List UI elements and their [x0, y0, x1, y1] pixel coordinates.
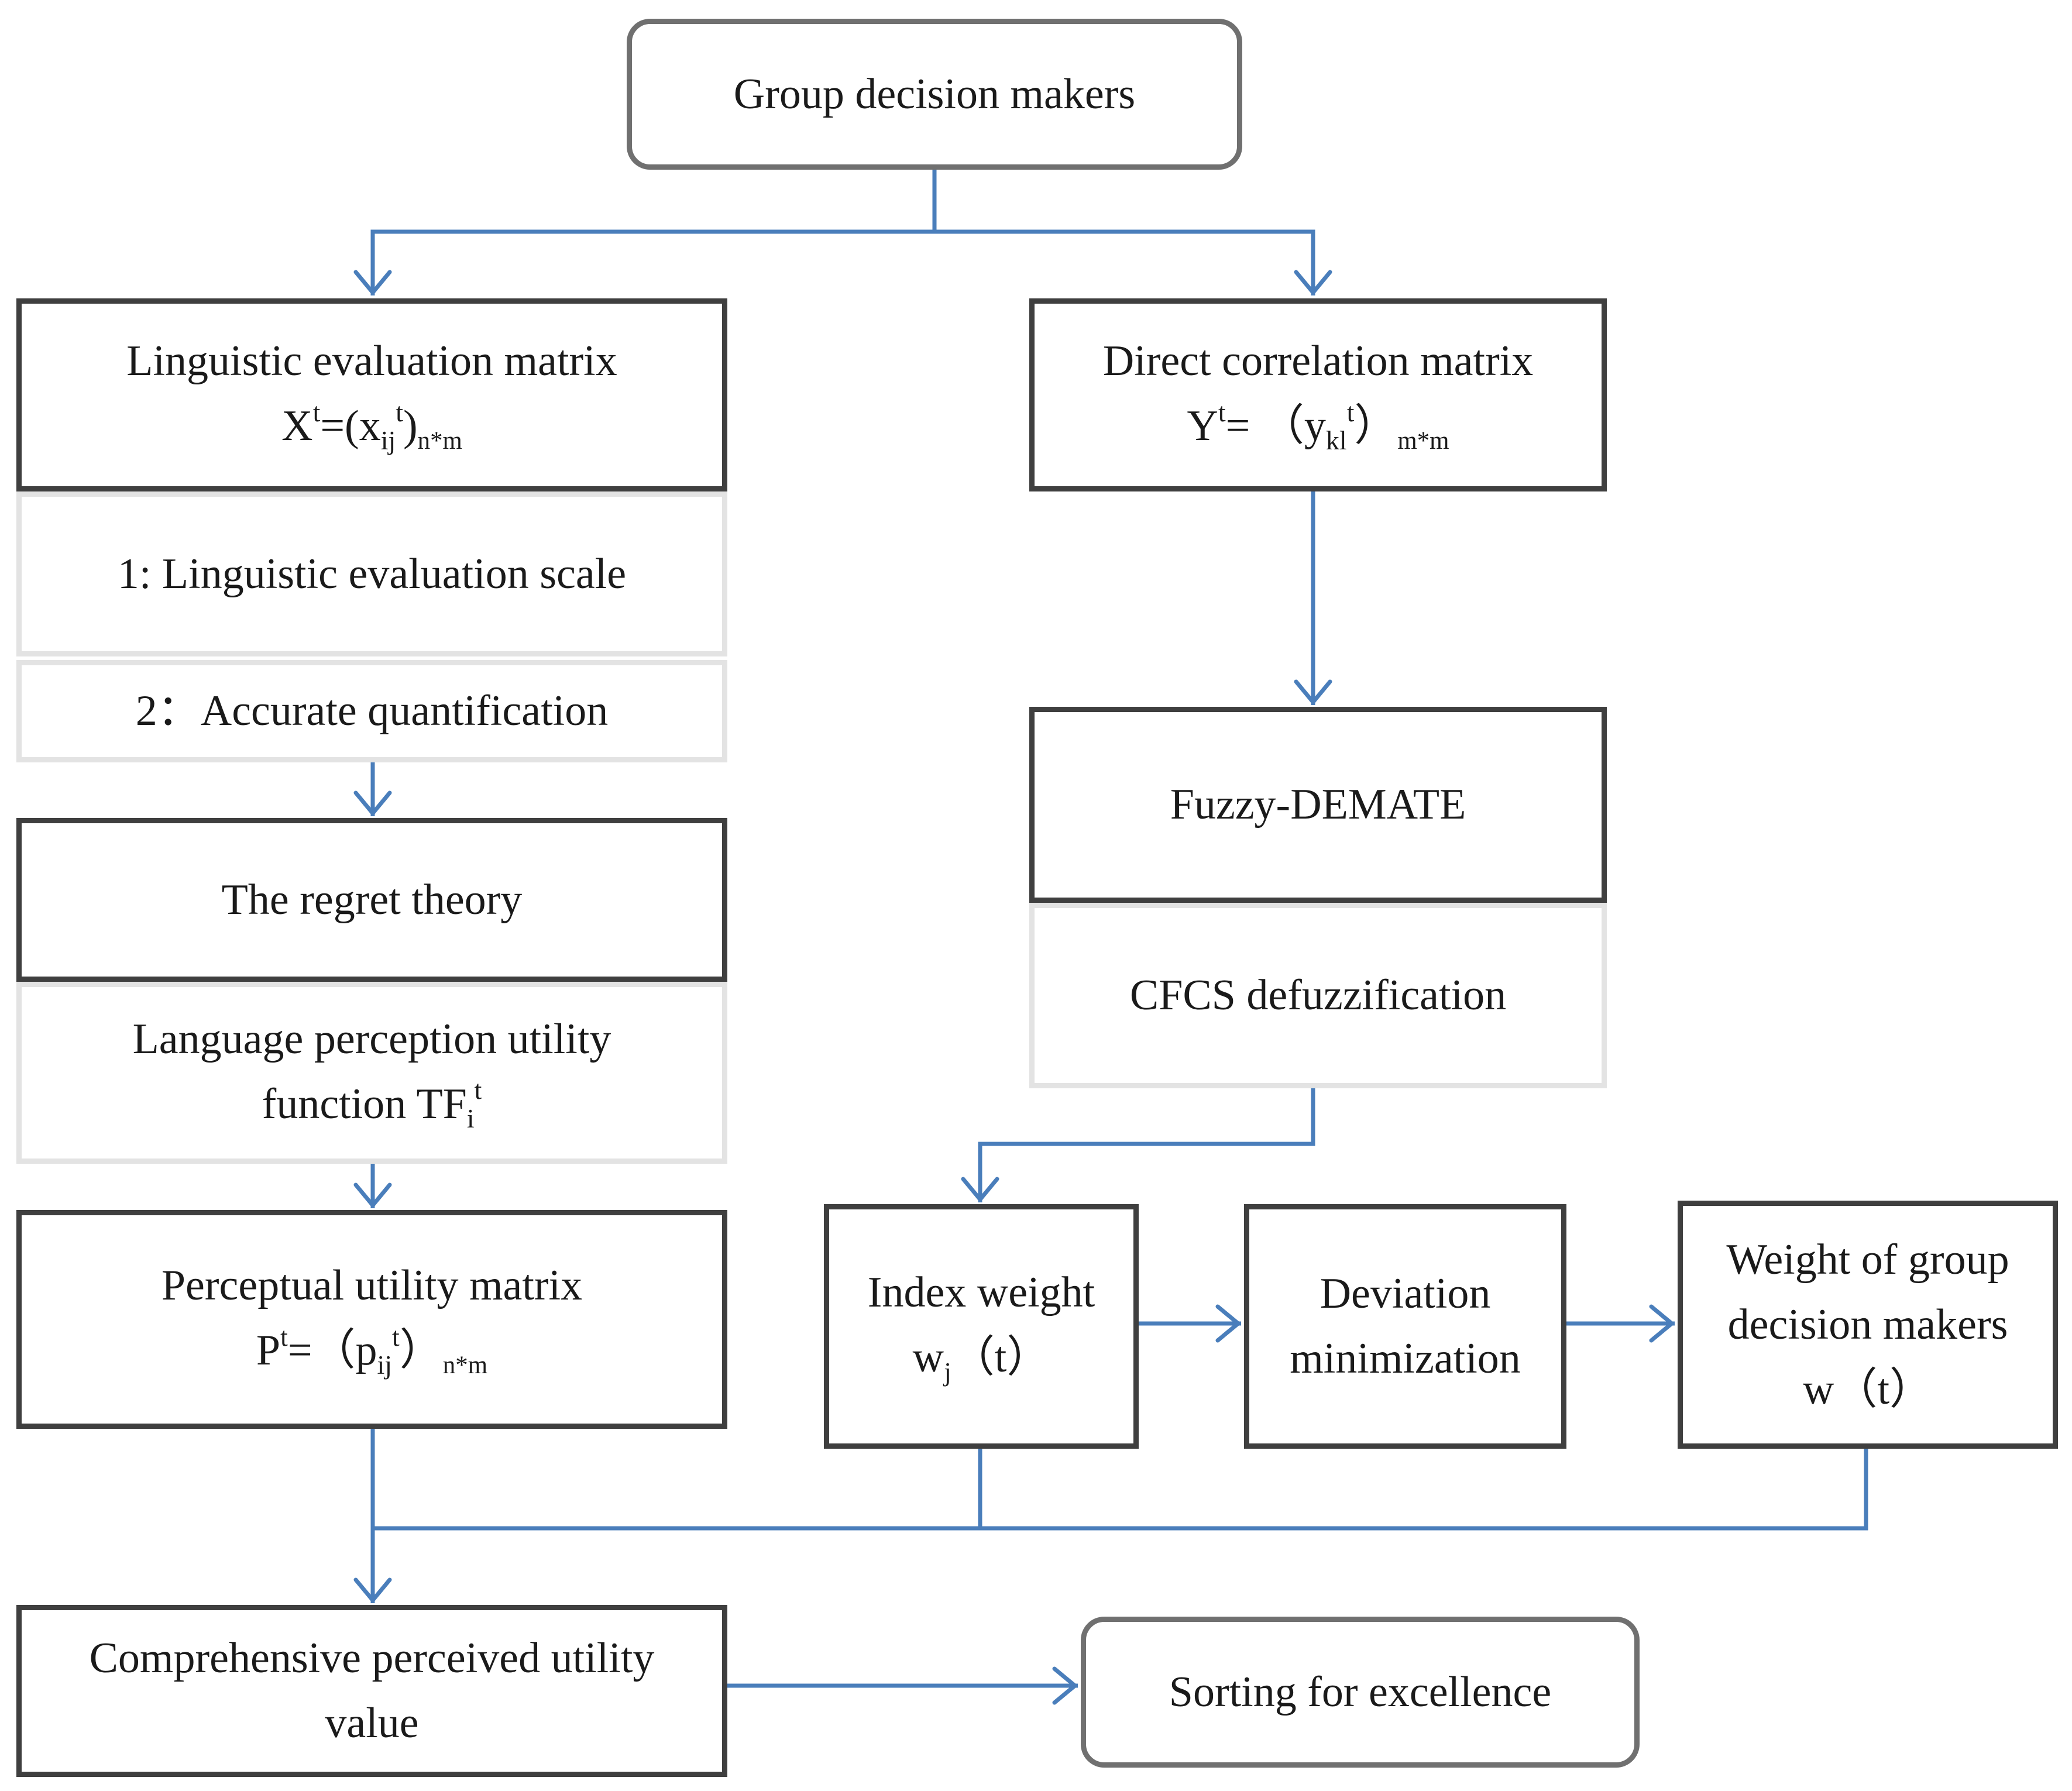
cfcs-label: CFCS defuzzification [1129, 971, 1507, 1019]
direct-correlation-title: Direct correlation matrix [1102, 337, 1534, 386]
formula-close: ） [399, 1326, 443, 1375]
deviation-line2: minimization [1290, 1335, 1521, 1383]
comprehensive-value-node: Comprehensive perceived utility value [16, 1605, 727, 1777]
formula-dim: n*m [442, 1352, 488, 1380]
deviation-line1: Deviation [1320, 1270, 1491, 1318]
formula-lhs-sup: t [280, 1321, 288, 1352]
regret-theory-node: The regret theory [16, 818, 727, 982]
formula-lhs-sup: t [312, 397, 321, 427]
index-weight-line2: wj（t） [913, 1325, 1050, 1393]
index-weight-sub: j [944, 1356, 951, 1387]
linguistic-scale-node: 1: Linguistic evaluation scale [16, 491, 727, 656]
regret-theory-label: The regret theory [221, 875, 523, 924]
formula-var: p [355, 1326, 377, 1375]
sorting-label: Sorting for excellence [1169, 1668, 1552, 1716]
connector-weight-merge [980, 1449, 1868, 1531]
connector-cfcs-to-index [978, 1088, 1315, 1202]
linguistic-matrix-title: Linguistic evaluation matrix [126, 337, 617, 386]
formula-var-sup: t [396, 397, 403, 427]
formula-eq: =（ [287, 1326, 356, 1375]
linguistic-scale-label: 1: Linguistic evaluation scale [117, 549, 627, 598]
perceptual-matrix-formula: Pt=（pijt）n*m [256, 1318, 487, 1386]
arrowhead-to-comprehensive [353, 1577, 392, 1603]
language-perception-sup: t [474, 1075, 482, 1105]
language-perception-line1: Language perception utility [132, 1015, 611, 1063]
formula-var-sup: t [392, 1321, 400, 1352]
cfcs-node: CFCS defuzzification [1029, 903, 1607, 1088]
index-weight-var: w [912, 1333, 944, 1382]
accurate-quantification-node: 2：Accurate quantification [16, 660, 727, 762]
arrowhead-to-regret [353, 790, 392, 816]
group-decision-makers-node: Group decision makers [627, 19, 1242, 170]
language-perception-sub: i [466, 1103, 475, 1133]
formula-close: ） [1354, 402, 1398, 451]
arrowhead-to-correlation [1294, 270, 1332, 295]
index-weight-node: Index weight wj（t） [824, 1204, 1139, 1449]
group-decision-makers-label: Group decision makers [733, 70, 1136, 118]
deviation-node: Deviation minimization [1244, 1204, 1566, 1449]
formula-lhs: P [256, 1326, 281, 1375]
comprehensive-value-line2: value [325, 1699, 419, 1747]
direct-correlation-node: Direct correlation matrix Yt= （yklt）m*m [1029, 298, 1607, 491]
language-perception-fn: function TF [262, 1080, 467, 1128]
formula-sub: ij [380, 425, 396, 455]
connector-index-merge [373, 1449, 982, 1531]
formula-var-sup: t [1346, 397, 1355, 427]
group-weight-line3: w（t） [1803, 1365, 1933, 1414]
fuzzy-demate-node: Fuzzy-DEMATE [1029, 707, 1607, 903]
formula-lhs: X [281, 402, 313, 451]
linguistic-matrix-node: Linguistic evaluation matrix Xt=(xijt)n*… [16, 298, 727, 491]
arrowhead-to-perceptual [353, 1182, 392, 1208]
accurate-quantification-label: 2：Accurate quantification [135, 687, 609, 735]
sorting-node: Sorting for excellence [1081, 1617, 1640, 1768]
formula-sub: kl [1325, 425, 1347, 455]
arrowhead-to-deviation [1215, 1304, 1241, 1343]
formula-dim: m*m [1397, 427, 1449, 455]
linguistic-matrix-formula: Xt=(xijt)n*m [281, 394, 462, 461]
arrowhead-to-linguistic [353, 270, 392, 295]
connector-top-split [370, 170, 937, 295]
formula-eq: = （ [1225, 402, 1304, 451]
language-perception-line2: function TFit [262, 1072, 482, 1139]
arrowhead-to-index [961, 1177, 999, 1202]
formula-lhs: Y [1187, 402, 1218, 451]
perceptual-matrix-node: Perceptual utility matrix Pt=（pijt）n*m [16, 1210, 727, 1429]
comprehensive-value-line1: Comprehensive perceived utility [89, 1634, 655, 1682]
group-weight-line2: decision makers [1727, 1300, 2008, 1349]
language-perception-node: Language perception utility function TFi… [16, 982, 727, 1164]
formula-sub: ij [377, 1349, 393, 1380]
arrowhead-to-weight [1649, 1304, 1674, 1343]
connector-top-split-right [934, 229, 1315, 295]
formula-close: ) [403, 402, 418, 451]
formula-dim: n*m [417, 427, 462, 455]
formula-lhs-sup: t [1218, 397, 1226, 427]
formula-var: y [1304, 402, 1326, 451]
index-weight-arg: （t） [951, 1333, 1050, 1382]
group-weight-node: Weight of group decision makers w（t） [1678, 1201, 2058, 1449]
formula-eq: =( [320, 402, 359, 451]
arrowhead-to-sorting [1052, 1666, 1077, 1705]
perceptual-matrix-title: Perceptual utility matrix [161, 1261, 583, 1310]
arrowhead-to-fuzzy [1294, 679, 1332, 704]
index-weight-line1: Index weight [867, 1269, 1095, 1317]
formula-var: x [359, 402, 381, 451]
group-weight-line1: Weight of group [1726, 1235, 2009, 1284]
fuzzy-demate-label: Fuzzy-DEMATE [1170, 781, 1466, 829]
direct-correlation-formula: Yt= （yklt）m*m [1187, 394, 1449, 461]
